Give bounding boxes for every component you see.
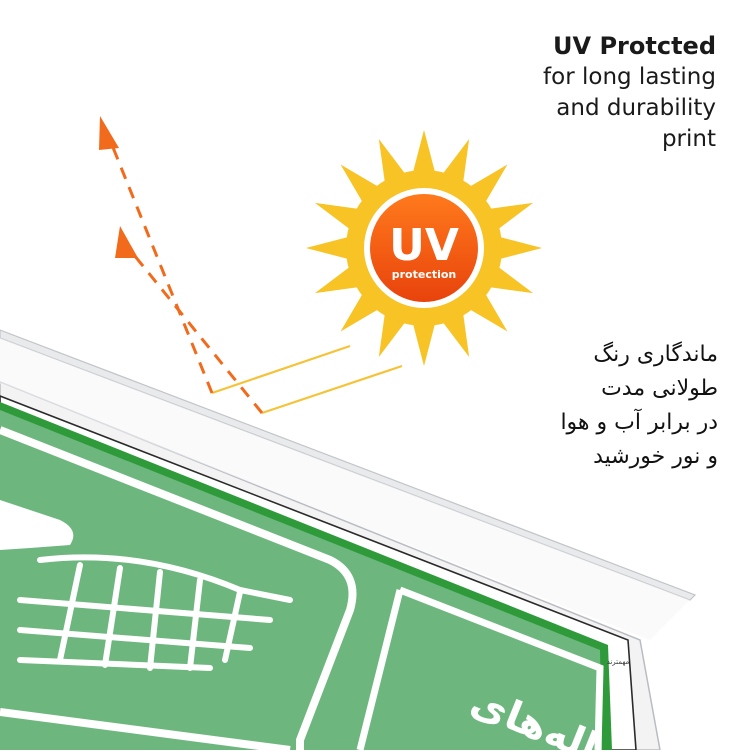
hand-pictogram xyxy=(0,500,74,550)
persian-line: در برابر آب و هوا xyxy=(560,410,718,435)
persian-line: طولانی مدت xyxy=(601,376,718,401)
sun-icon: UV protection xyxy=(306,130,542,366)
arrow-head-icon xyxy=(115,226,138,258)
english-description: UV Protcted for long lasting and durabil… xyxy=(543,30,716,155)
english-line: and durability xyxy=(556,95,716,121)
uv-label: UV xyxy=(389,220,459,271)
english-line: for long lasting xyxy=(543,64,716,90)
english-line: print xyxy=(661,126,716,152)
trash-basket-pictogram xyxy=(17,554,293,671)
persian-line: ماندگاری رنگ xyxy=(593,342,718,367)
sun-beams xyxy=(211,344,403,415)
sign-inner-frame xyxy=(0,426,357,754)
english-title: UV Protcted xyxy=(553,32,716,60)
laminate-film-front-surface xyxy=(0,338,690,640)
arrow-head-icon xyxy=(99,116,119,150)
sign-text-panel-frame xyxy=(356,586,604,751)
persian-line: و نور خورشید xyxy=(593,444,718,469)
persian-description: ماندگاری رنگ طولانی مدت در برابر آب و هو… xyxy=(560,338,718,474)
reflection-arrows xyxy=(108,139,264,414)
sign-brand: مهمترند xyxy=(607,658,630,666)
protection-label: protection xyxy=(392,268,457,281)
